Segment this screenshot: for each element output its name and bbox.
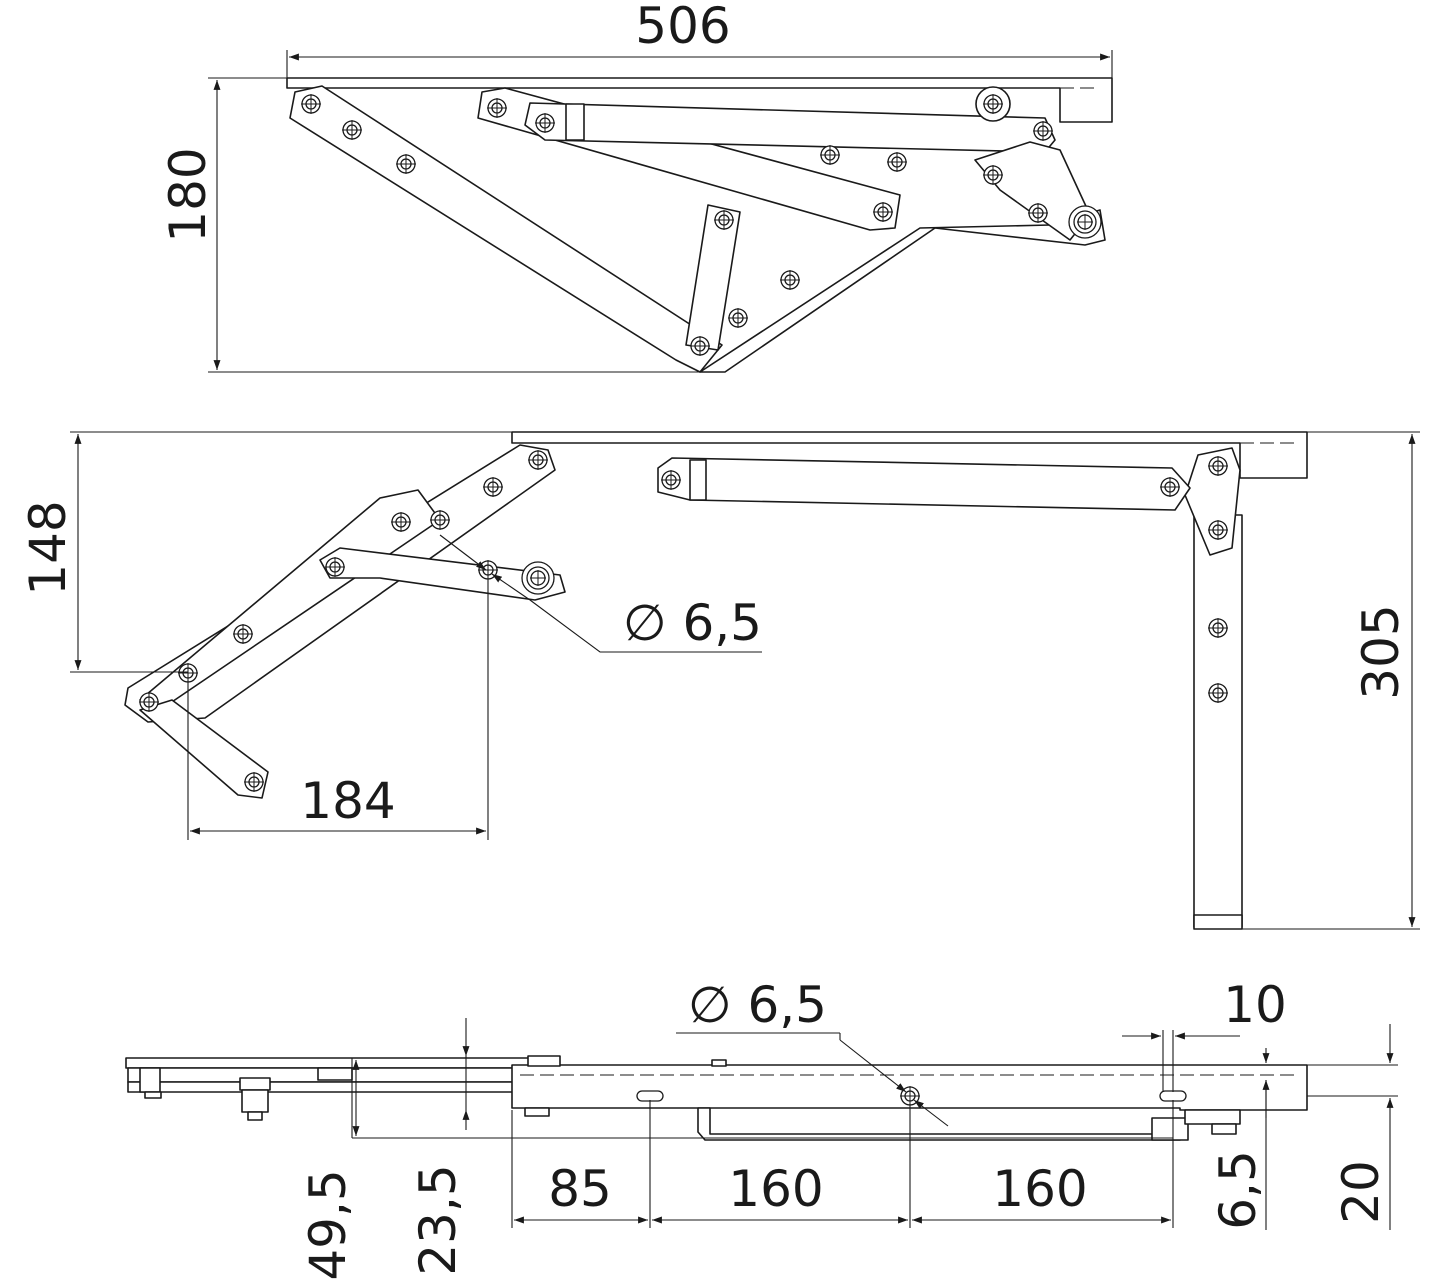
dim-pitch-1: 85 — [548, 1160, 612, 1218]
dim-thickness-1: 6,5 — [1209, 1150, 1267, 1230]
dim-offset-2: 23,5 — [409, 1164, 467, 1275]
dim-leg: 305 — [1352, 604, 1410, 699]
folded-view: 506 180 — [159, 0, 1113, 373]
dim-top-hole: ∅ 6,5 — [688, 976, 827, 1034]
dim-thickness-2: 20 — [1332, 1160, 1390, 1224]
dim-hole-callout: ∅ 6,5 — [623, 594, 762, 652]
dim-offset-1: 49,5 — [299, 1169, 357, 1280]
dim-unfolded-height: 148 — [19, 500, 77, 595]
unfolded-view: 148 184 305 ∅ 6,5 — [19, 431, 1420, 930]
dim-height: 180 — [159, 147, 217, 242]
dim-width: 506 — [635, 0, 730, 55]
dim-reach: 184 — [300, 772, 395, 830]
dim-pitch-2: 160 — [728, 1160, 823, 1218]
top-view: ∅ 6,5 10 85 160 160 49,5 23,5 6,5 — [125, 976, 1398, 1280]
dim-slot: 10 — [1223, 976, 1287, 1034]
dim-pitch-3: 160 — [992, 1160, 1087, 1218]
